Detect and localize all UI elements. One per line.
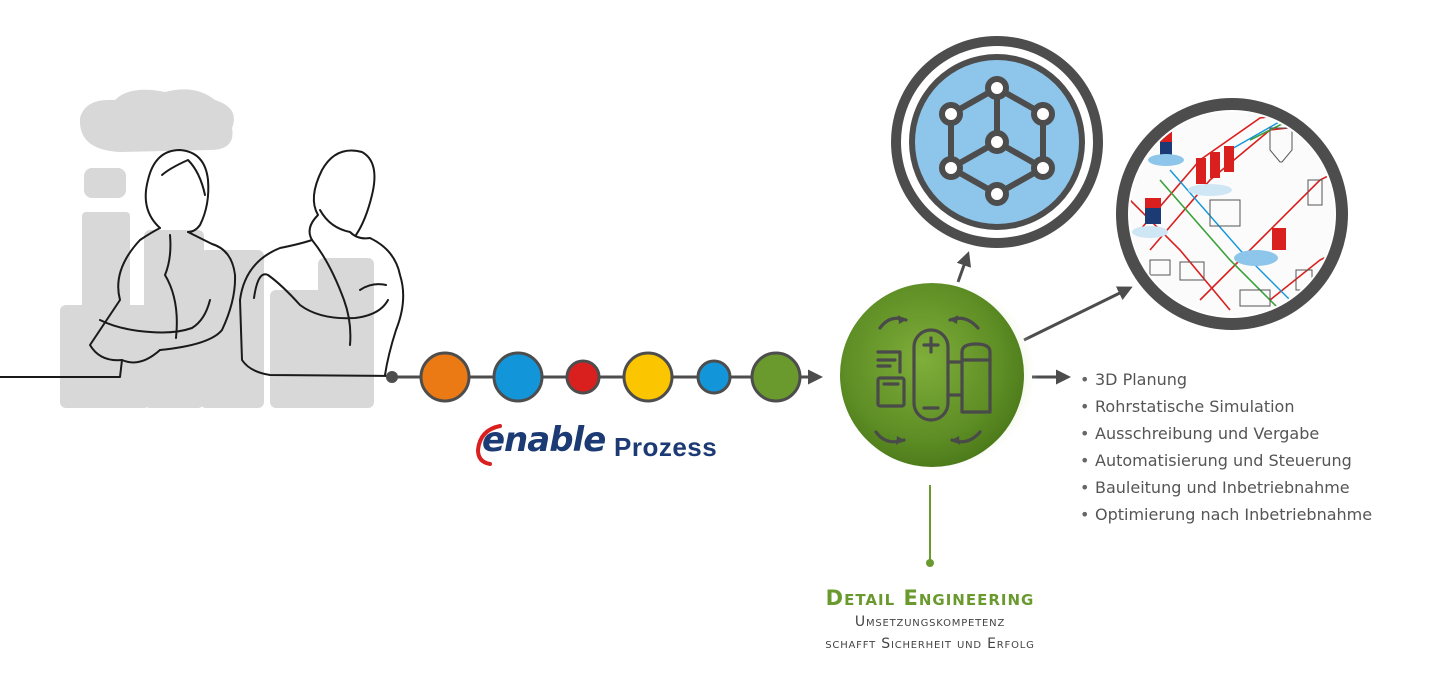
process-dot-blue — [492, 351, 544, 403]
service-item: •Bauleitung und Inbetriebnahme — [1080, 474, 1372, 501]
process-dot-yellow — [622, 351, 674, 403]
process-dot-blue-small — [696, 359, 732, 395]
bullet-icon: • — [1080, 451, 1090, 470]
services-list: •3D Planung •Rohrstatische Simulation •A… — [1080, 366, 1372, 528]
factory-silhouette — [60, 89, 374, 408]
enable-prozess-logo: enable Prozess — [474, 420, 754, 470]
bullet-icon: • — [1080, 397, 1090, 416]
people-line-drawing — [0, 149, 405, 378]
arrow-to-plant-plan — [1023, 286, 1133, 342]
brand-prozess-text: Prozess — [614, 432, 718, 462]
service-item: •Optimierung nach Inbetriebnahme — [1080, 501, 1372, 528]
bullet-icon: • — [1080, 478, 1090, 497]
detail-engineering-caption: Detail Engineering Umsetzungskompetenz s… — [780, 585, 1080, 655]
engineering-components-icon — [874, 316, 992, 444]
process-dot-orange — [419, 351, 471, 403]
service-item: •Rohrstatische Simulation — [1080, 393, 1372, 420]
service-item: •Automatisierung und Steuerung — [1080, 447, 1372, 474]
network-circle — [891, 36, 1103, 248]
process-dot-green — [750, 351, 802, 403]
caption-line-1: Umsetzungskompetenz — [854, 614, 1006, 630]
caption-connector-dot — [926, 559, 934, 567]
bullet-icon: • — [1080, 505, 1090, 524]
process-dots — [419, 351, 802, 403]
plant-schematic-image — [1116, 98, 1348, 330]
service-item: •3D Planung — [1080, 366, 1372, 393]
caption-line-2: schafft Sicherheit und Erfolg — [825, 636, 1035, 652]
bullet-icon: • — [1080, 370, 1090, 389]
engineering-circle — [840, 277, 1038, 473]
bullet-icon: • — [1080, 424, 1090, 443]
caption-title: Detail Engineering — [825, 586, 1035, 610]
arrow-to-network — [956, 251, 972, 283]
brand-swoosh-icon — [475, 424, 502, 466]
process-dot-red — [565, 359, 601, 395]
service-item: •Ausschreibung und Vergabe — [1080, 420, 1372, 447]
brand-enable-text: enable — [482, 420, 606, 460]
